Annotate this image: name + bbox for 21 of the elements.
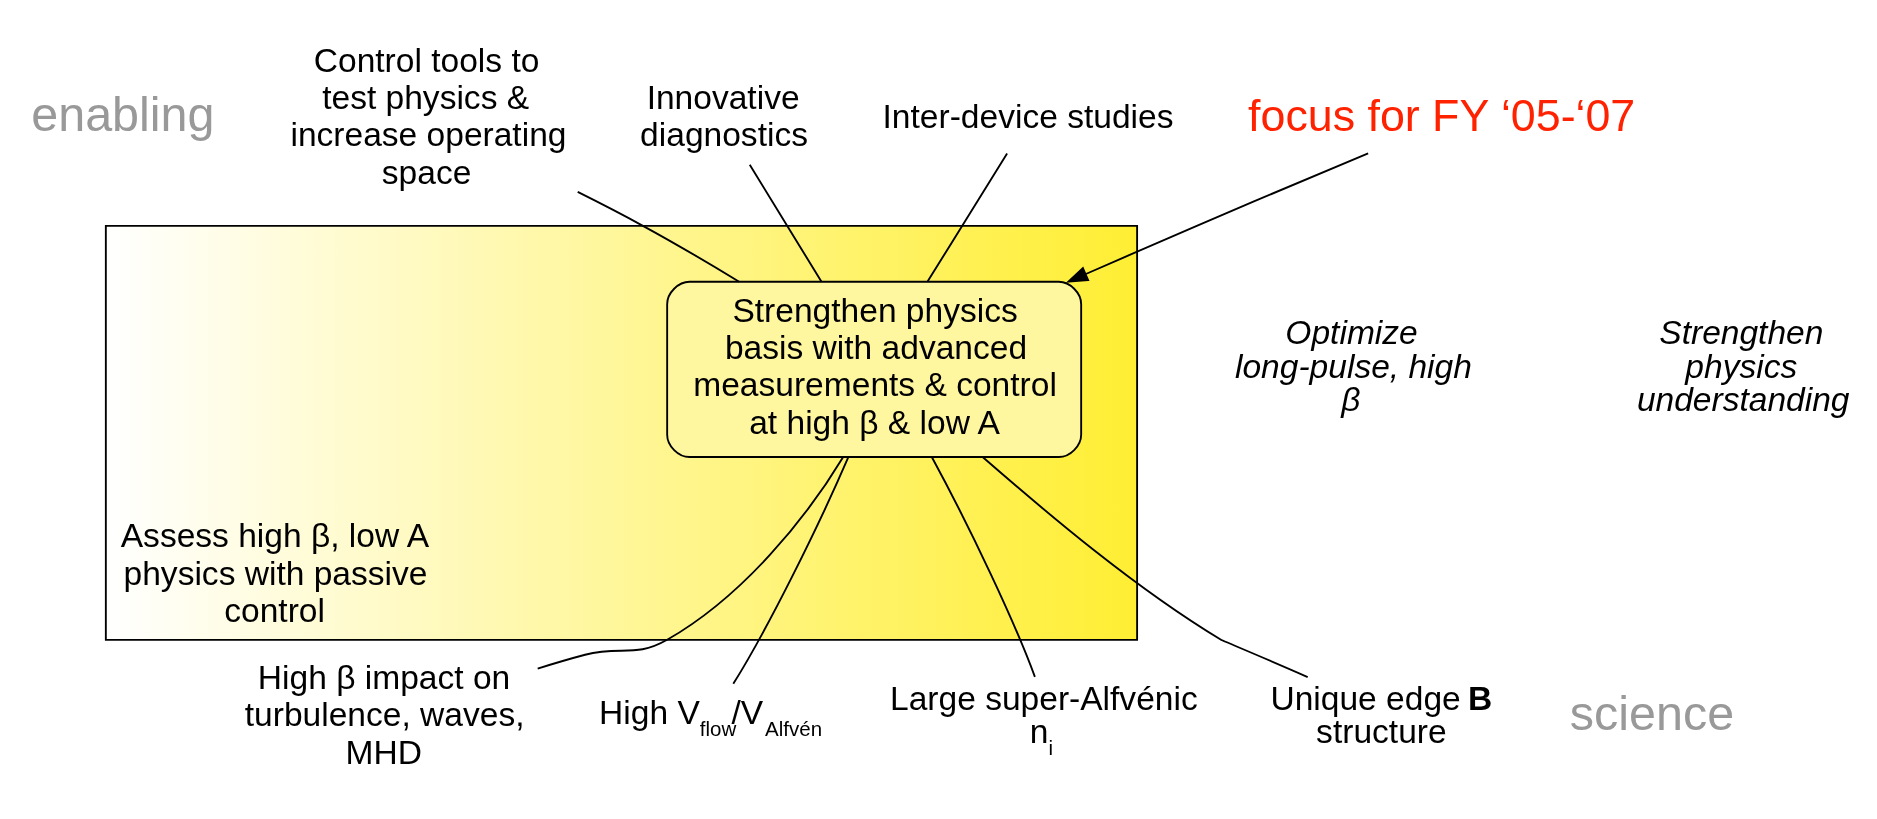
label: enabling: [31, 87, 215, 142]
node-text: Inter-device studies: [882, 97, 1174, 135]
node-text: Control tools to test physics & increase operating space: [290, 41, 567, 191]
node-text: Unique edge B structure: [1270, 679, 1493, 751]
connector: [981, 456, 1309, 678]
connector: [536, 456, 844, 670]
node-text: focus for FY ‘05-‘07: [1248, 90, 1636, 141]
connector: [732, 456, 850, 685]
label: Optimize long-pulse, high β: [1235, 314, 1472, 419]
connector: [931, 456, 1036, 678]
node-text: Innovative diagnostics: [640, 79, 808, 154]
node-text: High β impact on turbulence, waves, MHD: [244, 659, 525, 771]
arrow: [1065, 152, 1370, 283]
connector: [576, 191, 741, 283]
node-text: Large super-Alfvénic n$_{i}$: [890, 679, 1198, 759]
label: science: [1569, 685, 1735, 740]
node-box: Strengthen physics basis with advanced measurements & control at high β & low A: [666, 280, 1083, 458]
label: Strengthen physics understanding: [1636, 314, 1850, 419]
connector: [748, 163, 823, 283]
connector: [926, 152, 1008, 283]
node-text: High V$_{flow}$/V$_{Alfvén}$: [599, 694, 823, 740]
